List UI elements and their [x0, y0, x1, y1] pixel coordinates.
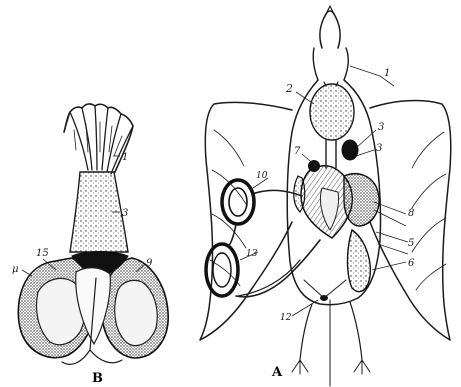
aortic-fan	[64, 104, 133, 174]
cloaca	[304, 280, 346, 301]
label-b-mu: μ	[12, 264, 19, 275]
crop-organ	[310, 82, 354, 140]
bird-head	[313, 6, 348, 80]
label-a-5: 5	[408, 238, 414, 249]
panel-label-b: B	[92, 371, 103, 386]
panel-a-bird-drawing	[200, 6, 451, 386]
label-b-1: 1	[122, 152, 128, 163]
panel-b-heart-drawing	[18, 104, 168, 364]
label-b-15: 15	[36, 248, 49, 259]
label-a-10: 10	[256, 171, 268, 181]
label-a-6: 6	[408, 258, 415, 269]
label-b-9: 9	[146, 258, 153, 269]
label-a-3b: 3	[376, 143, 382, 154]
label-a-8: 8	[408, 208, 414, 219]
label-a-2: 2	[285, 82, 293, 95]
label-a-12: 12	[280, 313, 292, 323]
panel-label-a: A	[271, 365, 283, 380]
label-b-3: 3	[122, 208, 128, 219]
label-a-1: 1	[384, 68, 390, 79]
label-a-13: 13	[246, 249, 258, 259]
heart-right-lobe	[102, 258, 168, 358]
label-a-7: 7	[294, 146, 301, 157]
label-a-3a: 3	[378, 122, 384, 133]
